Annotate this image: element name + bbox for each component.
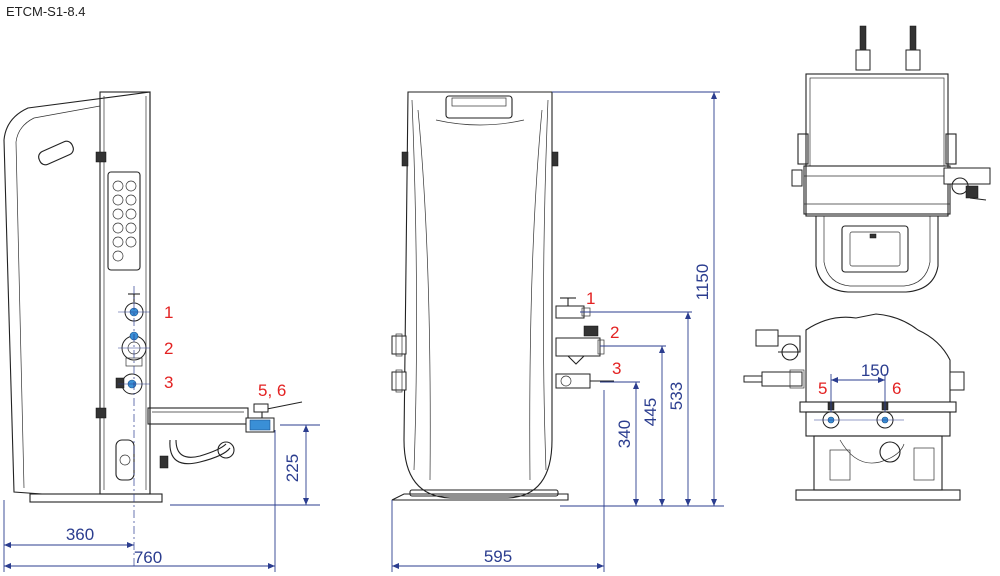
front-left-fittings xyxy=(391,333,407,393)
front-callout-3: 3 xyxy=(612,359,621,378)
dim-1150: 1150 xyxy=(693,92,717,506)
drawing-title: ETCM-S1-8.4 xyxy=(6,4,86,19)
rear-tray xyxy=(799,401,957,413)
dim-340: 340 xyxy=(615,382,639,506)
rear-base xyxy=(795,489,961,501)
front-valve-2 xyxy=(555,325,605,365)
top-view xyxy=(791,25,991,293)
side-view: 1 2 3 5, 6 225 360 760 xyxy=(3,91,320,572)
side-handle-slot xyxy=(38,140,74,166)
side-connector-holes xyxy=(112,180,137,262)
side-body-panel xyxy=(99,91,151,495)
dim-445-label: 445 xyxy=(641,398,660,426)
top-side-valve xyxy=(943,167,991,201)
rear-housing xyxy=(805,313,951,403)
dim-340-label: 340 xyxy=(615,420,634,448)
side-outlet-tray xyxy=(147,407,249,425)
side-shell-inner xyxy=(15,105,101,489)
side-clip-bottom xyxy=(95,407,107,419)
side-callout-3: 3 xyxy=(164,373,173,392)
side-valve-56 xyxy=(245,401,303,433)
side-callout-56: 5, 6 xyxy=(258,381,286,400)
front-callout-1: 1 xyxy=(586,289,595,308)
rear-lower-housing xyxy=(813,435,943,491)
dim-225-label: 225 xyxy=(283,454,302,482)
front-valve-1 xyxy=(555,297,591,319)
rear-view: 150 5 6 xyxy=(743,313,965,501)
top-flange-right xyxy=(945,133,957,165)
side-housing-shell xyxy=(3,91,151,495)
side-callout-1: 1 xyxy=(164,303,173,322)
side-clip-top xyxy=(95,151,107,163)
dim-595-label: 595 xyxy=(484,547,512,566)
dim-760: 760 xyxy=(4,430,276,572)
top-body xyxy=(805,73,949,217)
dim-595: 595 xyxy=(391,390,605,572)
top-handle-recess xyxy=(841,225,909,273)
front-callout-2: 2 xyxy=(610,323,619,342)
dim-225: 225 xyxy=(170,424,320,506)
rear-callout-6: 6 xyxy=(892,379,901,398)
front-body xyxy=(403,91,553,499)
top-fittings xyxy=(855,25,921,71)
dim-150: 150 xyxy=(830,361,889,412)
top-flange-left xyxy=(797,133,809,165)
front-base xyxy=(391,493,569,501)
dim-760-label: 760 xyxy=(134,548,162,567)
side-hose xyxy=(169,439,231,465)
dim-445: 445 xyxy=(641,346,665,506)
front-valve-3 xyxy=(555,373,614,389)
side-base-plate xyxy=(29,493,163,503)
dim-533: 533 xyxy=(667,312,691,506)
front-handle-recess xyxy=(445,95,513,119)
side-connector-block xyxy=(107,171,141,271)
top-front-panel xyxy=(815,216,939,293)
dim-1150-label: 1150 xyxy=(693,264,712,301)
dim-150-label: 150 xyxy=(861,361,889,380)
rear-callout-5: 5 xyxy=(818,379,827,398)
front-view: 1 2 3 340 445 533 xyxy=(391,91,724,572)
dim-533-label: 533 xyxy=(667,382,686,410)
rear-right-fitting xyxy=(949,371,965,391)
side-callout-2: 2 xyxy=(164,339,173,358)
dim-360: 360 xyxy=(3,500,134,572)
side-bottom-module xyxy=(115,439,135,481)
dim-360-label: 360 xyxy=(66,525,94,544)
rear-left-fittings xyxy=(743,329,805,389)
